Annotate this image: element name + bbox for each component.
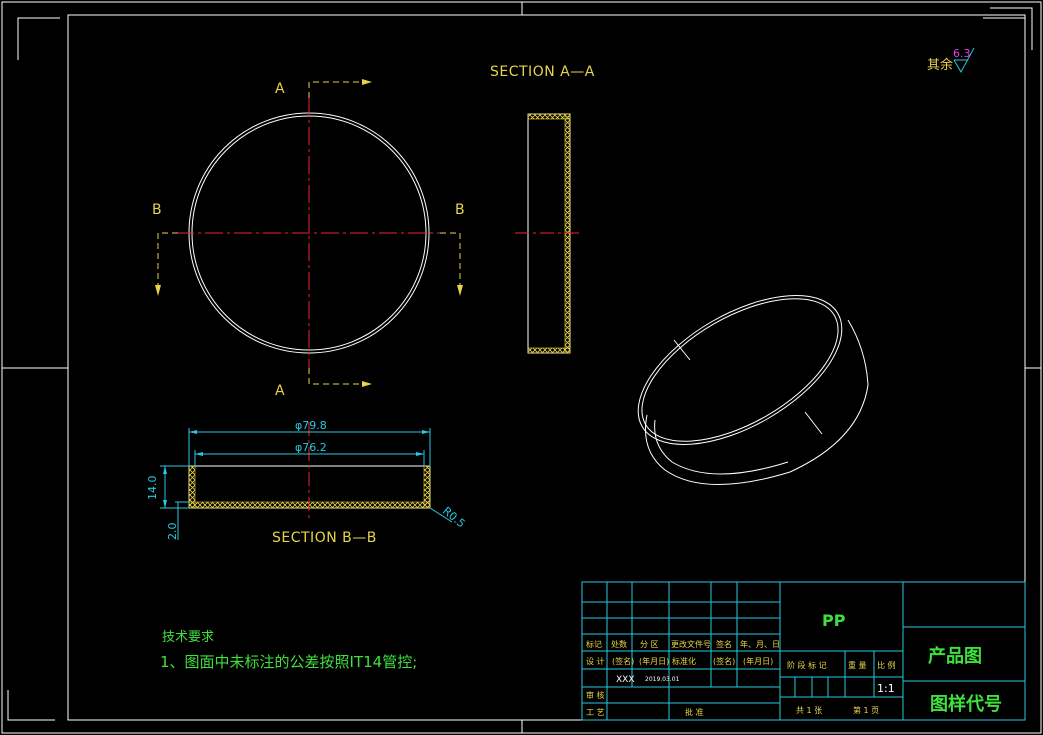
hdr-count: 处数 <box>611 639 627 649</box>
dim-radius: R0.5 <box>440 504 468 530</box>
tech-requirement-1: 1、图面中未标注的公差按照IT14管控; <box>160 653 417 671</box>
title-block-grid <box>581 581 1026 721</box>
surface-finish-value: 6.3 <box>953 47 971 60</box>
sheets-total: 共 1 张 <box>796 706 822 715</box>
drawing-name: 产品图 <box>928 645 982 667</box>
row-process: 工 艺 <box>586 708 605 717</box>
surface-finish-symbol: 其余 6.3 <box>927 47 975 74</box>
hdr-zone: 分 区 <box>640 640 659 649</box>
isometric-view <box>637 295 869 485</box>
dim-inner-diameter: φ76.2 <box>295 441 327 454</box>
marker-b-left: B <box>152 202 162 218</box>
marker-a-bottom: A <box>275 383 285 399</box>
surface-finish-prefix: 其余 <box>927 57 953 73</box>
scale-label: 比 例 <box>877 660 896 670</box>
row-design: 设 计 <box>586 656 605 666</box>
date-1: (年月日) <box>639 656 669 666</box>
hdr-date: 年、月、日 <box>740 639 780 649</box>
scale-value: 1:1 <box>877 682 895 695</box>
dim-base-thickness: 2.0 <box>166 523 179 541</box>
marker-b-right: B <box>455 202 465 218</box>
material-label: PP <box>822 611 846 630</box>
dim-outer-diameter: φ79.8 <box>295 419 327 432</box>
design-date: 2019.03.01 <box>645 676 680 683</box>
hdr-sign: 签名 <box>716 639 732 649</box>
tech-requirements-heading: 技术要求 <box>162 630 214 645</box>
drawing-code-label: 图样代号 <box>930 693 1002 715</box>
section-bb-title: SECTION B—B <box>272 530 377 546</box>
weight-label: 重 量 <box>848 660 867 670</box>
top-view <box>176 98 443 368</box>
dimension-lines <box>160 428 453 540</box>
stage-label: 阶 段 标 记 <box>787 660 827 670</box>
sheet-number: 第 1 页 <box>853 705 879 715</box>
section-bb-view <box>188 422 431 518</box>
marker-a-top: A <box>275 81 285 97</box>
hdr-mark: 标记 <box>586 639 602 649</box>
sig-1: (签名) <box>612 656 634 666</box>
row-check: 审 核 <box>586 690 605 700</box>
standardize: 标准化 <box>672 656 696 666</box>
dimension-arrows <box>163 430 430 508</box>
hdr-change-doc: 更改文件号 <box>671 639 711 649</box>
sig-2: (签名) <box>713 656 735 666</box>
title-block-labels: 标记 处数 分 区 更改文件号 签名 年、月、日 设 计 (签名) (年月日) … <box>586 639 896 717</box>
approve: 批 准 <box>685 707 704 717</box>
section-arrows <box>155 79 463 387</box>
section-cut-marks <box>157 81 461 385</box>
designer-name: XXX <box>616 675 635 685</box>
dim-height: 14.0 <box>146 476 159 501</box>
section-aa-view <box>515 113 583 354</box>
date-2: (年月日) <box>743 656 773 666</box>
section-aa-title: SECTION A—A <box>490 64 595 80</box>
